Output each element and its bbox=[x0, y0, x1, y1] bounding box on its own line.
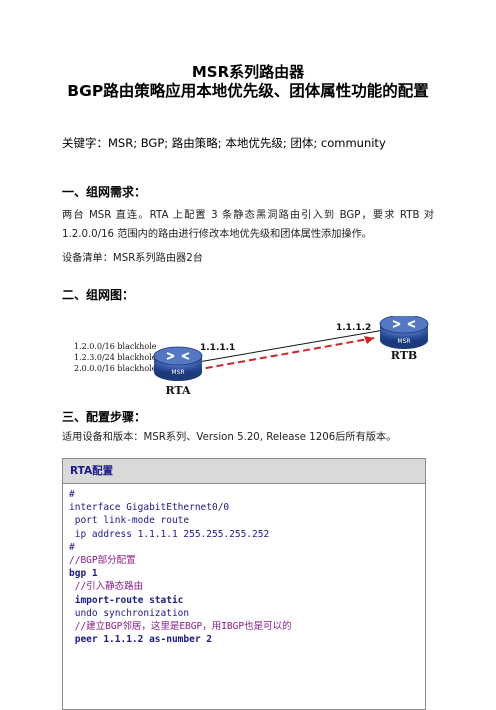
code-line: //BGP部分配置 bbox=[69, 555, 136, 567]
code-line: ip address 1.1.1.1 255.255.255.252 bbox=[69, 528, 270, 540]
network-diagram: 1.2.0.0/16 blackhole 1.2.3.0/24 blackhol… bbox=[74, 316, 429, 397]
code-line: //引入静态路由 bbox=[69, 581, 144, 593]
rta-ip: 1.1.1.1 bbox=[200, 343, 235, 353]
code-line: interface GigabitEthernet0/0 bbox=[69, 502, 230, 514]
route-3: 2.0.0.0/16 blackhole bbox=[74, 364, 157, 373]
rtb-router-icon: MSR bbox=[379, 316, 429, 349]
code-line: import-route static bbox=[69, 594, 184, 606]
applicable-versions: 适用设备和版本：MSR系列、Version 5.20, Release 1206… bbox=[62, 432, 397, 443]
heading-requirements: 一、组网需求： bbox=[62, 185, 147, 199]
rta-router-icon: MSR bbox=[153, 346, 203, 381]
route-2: 1.2.3.0/24 blackhole bbox=[74, 353, 157, 362]
heading-diagram: 二、组网图： bbox=[62, 288, 135, 302]
code-header: RTA配置 bbox=[63, 459, 425, 484]
code-line: port link-mode route bbox=[69, 515, 190, 527]
route-1: 1.2.0.0/16 blackhole bbox=[74, 342, 157, 351]
code-line: undo synchronization bbox=[69, 607, 190, 619]
requirements-paragraph: 两台 MSR 直连。RTA 上配置 3 条静态黑洞路由引入到 BGP，要求 RT… bbox=[62, 210, 434, 240]
rta-model-label: MSR bbox=[171, 369, 184, 376]
code-line: //建立BGP邻居，这里是EBGP，用IBGP也是可以的 bbox=[69, 621, 292, 633]
rta-label: RTA bbox=[165, 384, 191, 397]
code-lines: # interface GigabitEthernet0/0 port link-… bbox=[63, 484, 425, 646]
config-code-box: RTA配置 # interface GigabitEthernet0/0 port… bbox=[62, 458, 426, 710]
route-advertisement-arrow bbox=[183, 337, 375, 373]
page-title-line1: MSR系列路由器 bbox=[191, 63, 305, 81]
rtb-ip: 1.1.1.2 bbox=[336, 323, 371, 333]
code-line: bgp 1 bbox=[69, 568, 98, 580]
page-title-line2: BGP路由策略应用本地优先级、团体属性功能的配置 bbox=[67, 82, 429, 100]
rtb-model-label: MSR bbox=[397, 338, 410, 345]
equipment-list: 设备清单：MSR系列路由器2台 bbox=[62, 253, 203, 264]
keywords: 关键字：MSR; BGP; 路由策略; 本地优先级; 团体; community bbox=[62, 136, 386, 150]
link-line bbox=[180, 329, 385, 366]
heading-steps: 三、配置步骤： bbox=[62, 410, 147, 424]
code-line: # bbox=[69, 489, 75, 500]
route-list: 1.2.0.0/16 blackhole 1.2.3.0/24 blackhol… bbox=[74, 342, 157, 373]
code-line: # bbox=[69, 541, 75, 553]
code-line: peer 1.1.1.2 as-number 2 bbox=[69, 634, 212, 646]
arrow-head-icon bbox=[364, 336, 374, 344]
rtb-label: RTB bbox=[391, 349, 417, 362]
